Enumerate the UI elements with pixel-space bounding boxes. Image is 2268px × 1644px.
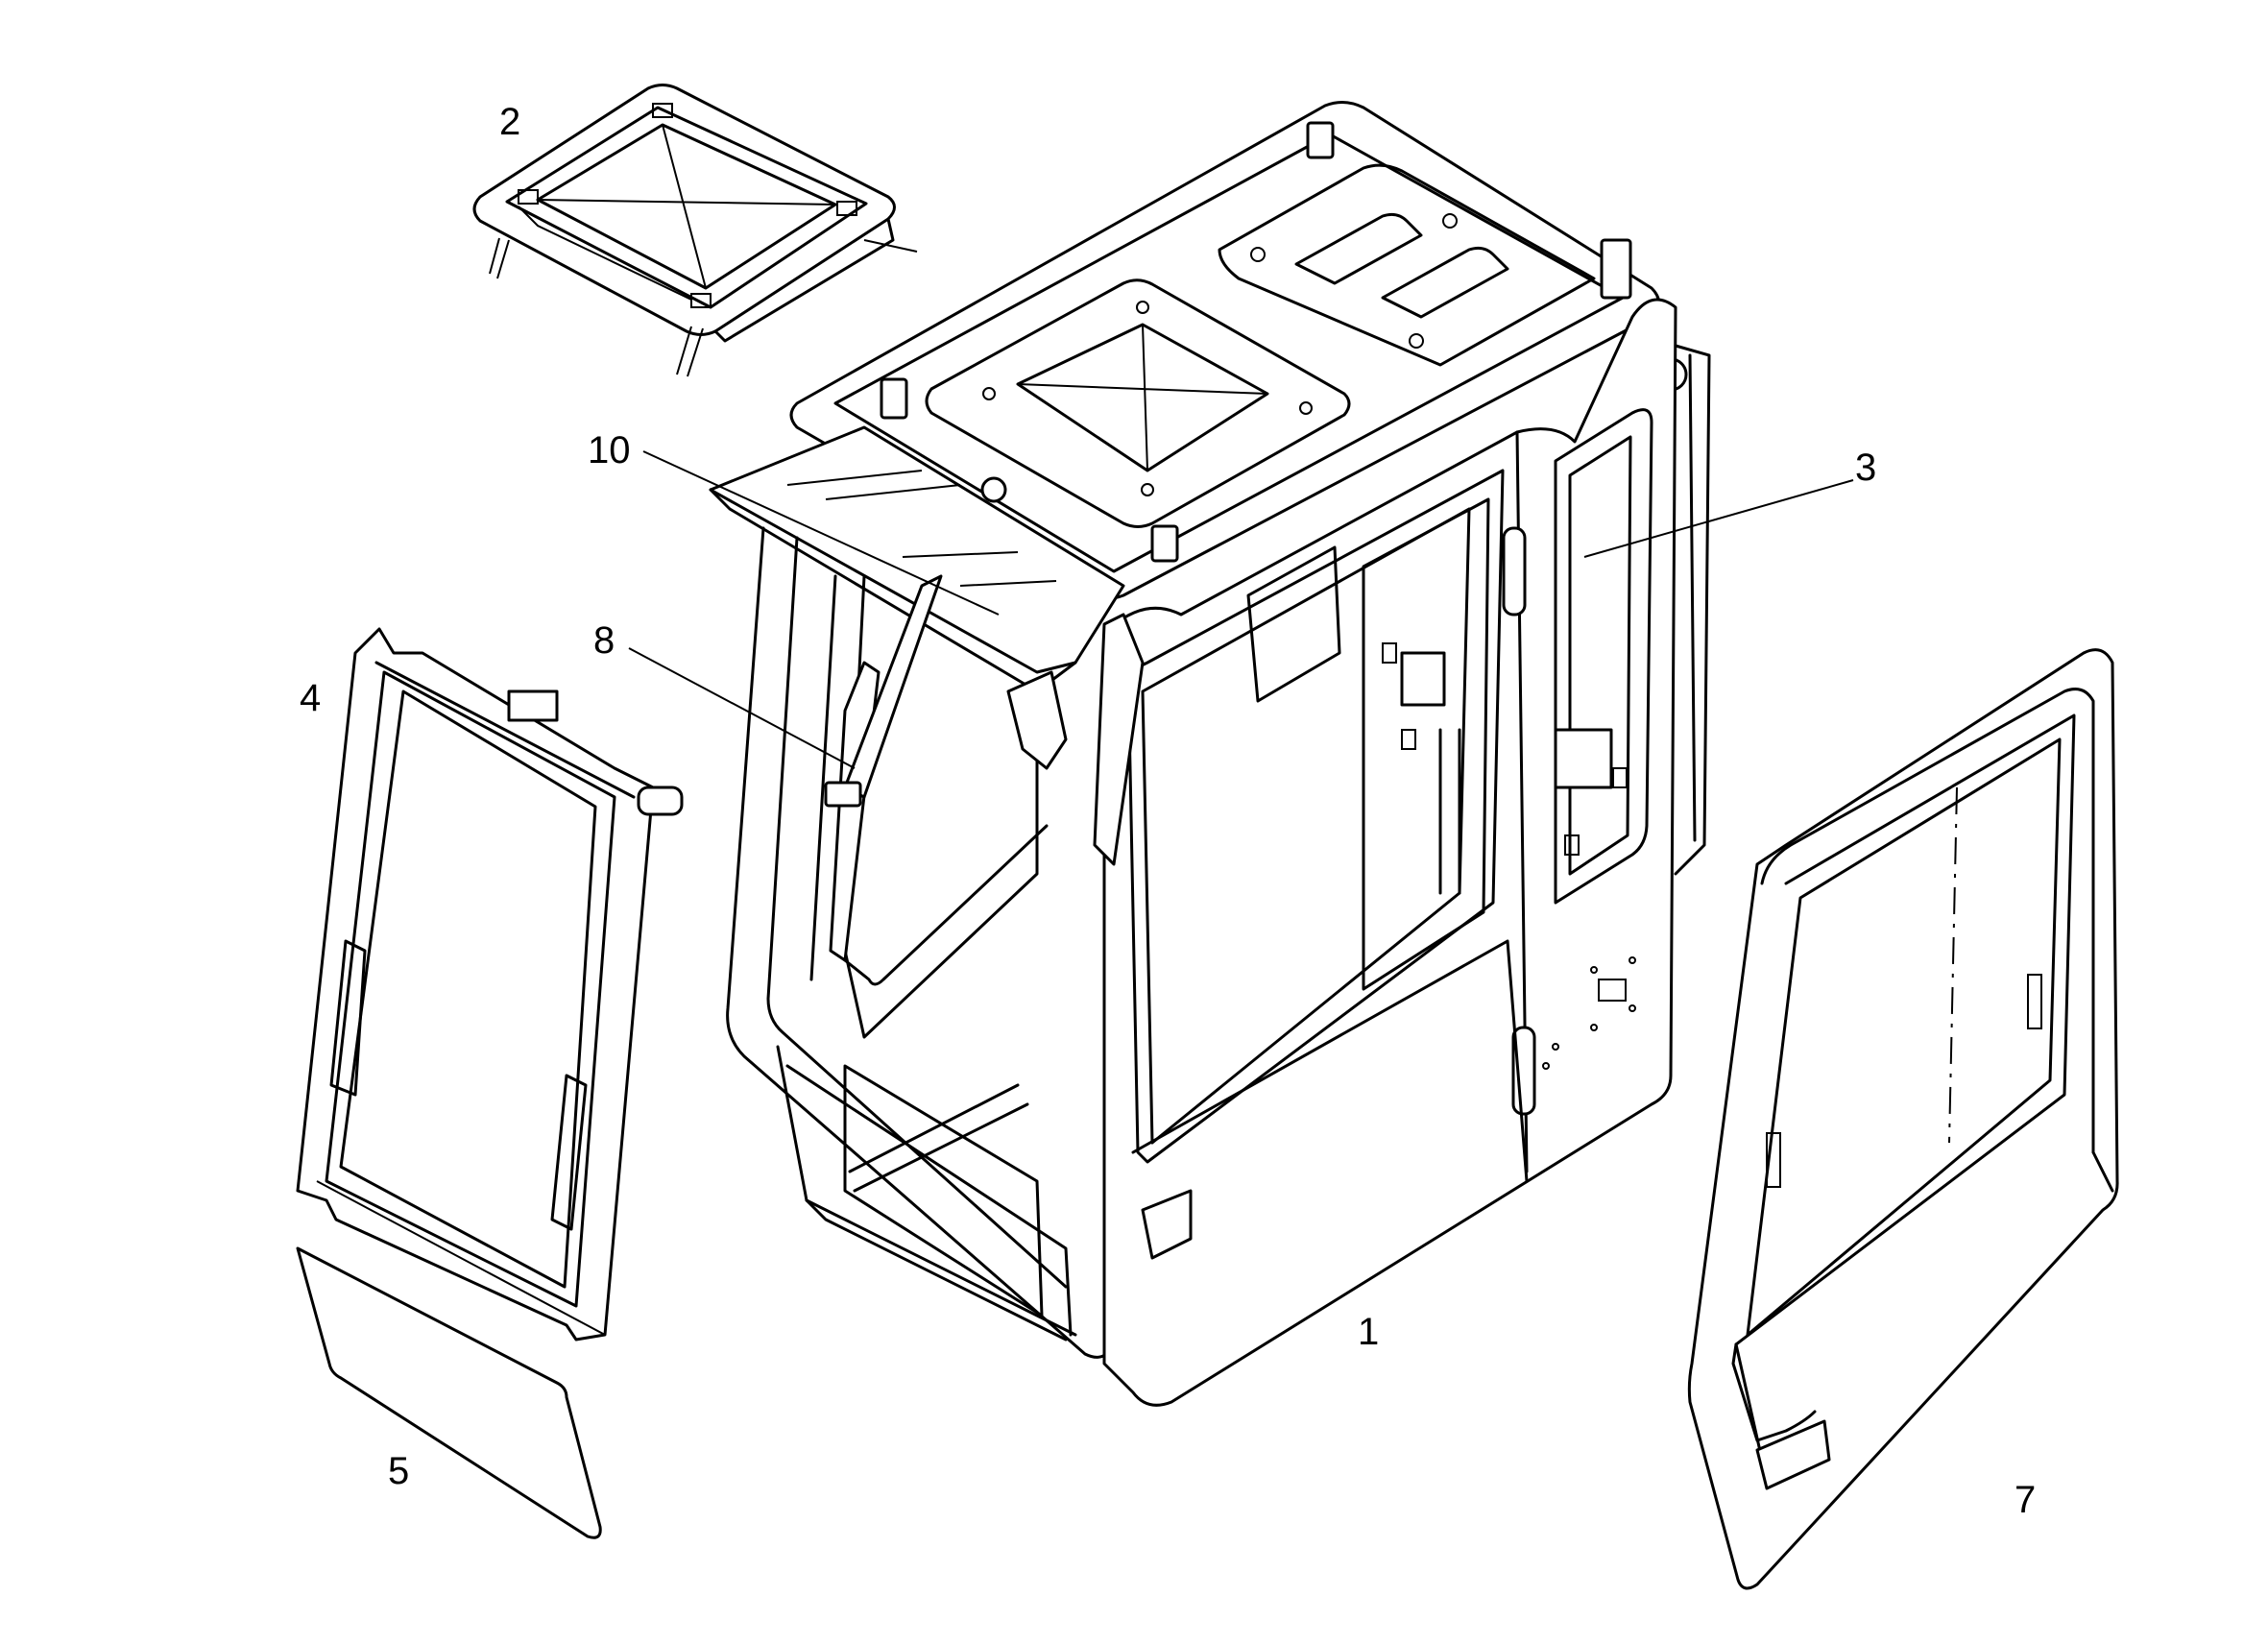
part-1-cab-body [709, 101, 1711, 1407]
callout-10: 10 [588, 429, 631, 471]
callout-5: 5 [388, 1450, 409, 1492]
callout-4: 4 [300, 677, 321, 719]
part-5-glass-panel [296, 1246, 602, 1539]
callout-3: 3 [1855, 447, 1876, 489]
callout-8: 8 [593, 619, 615, 662]
callout-1: 1 [1358, 1311, 1379, 1353]
leader-10 [642, 450, 1000, 616]
leader-8 [628, 647, 856, 769]
part-4-window-frame [296, 627, 684, 1342]
callout-2: 2 [499, 101, 520, 143]
callout-labels: 2 3 10 8 4 1 5 7 [300, 101, 2036, 1521]
part-2-roof-hatch [472, 84, 918, 377]
part-7-side-door [1687, 648, 2119, 1590]
callout-7: 7 [2015, 1479, 2036, 1521]
leader-lines [628, 450, 1854, 769]
leader-3 [1583, 479, 1854, 558]
